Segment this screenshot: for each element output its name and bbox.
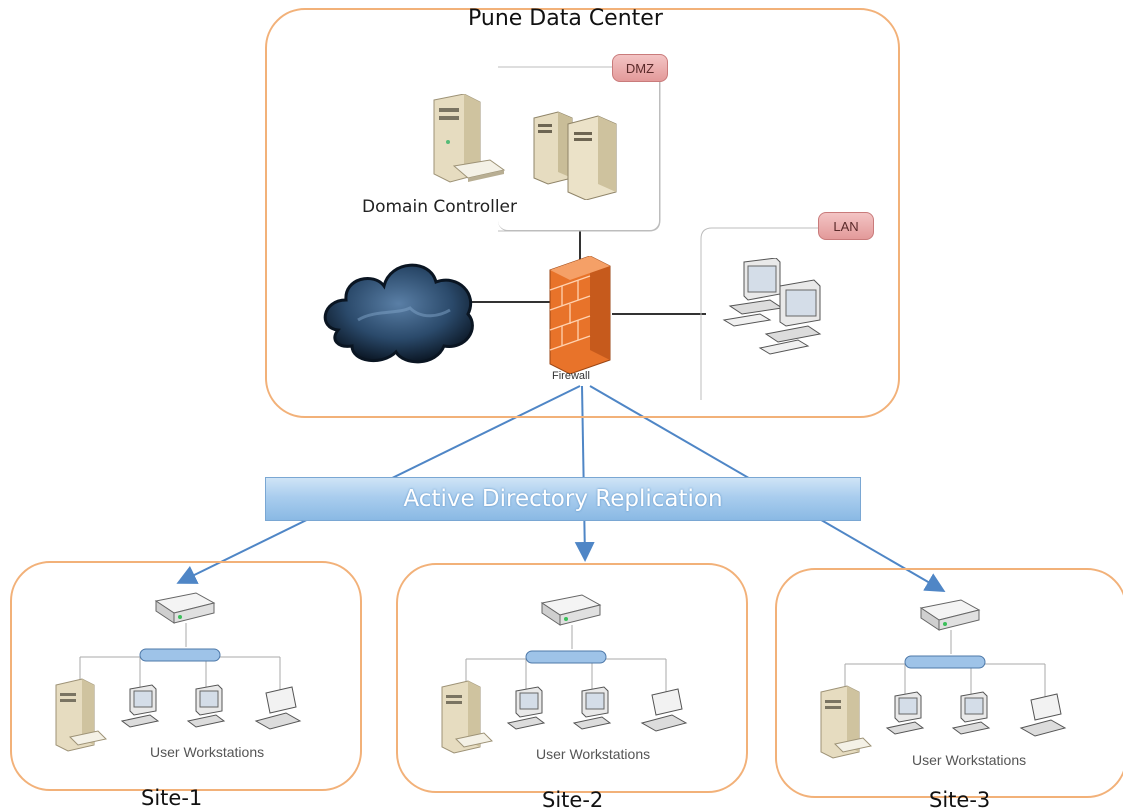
site-2-frame — [396, 563, 748, 793]
site-2-label: Site-2 — [542, 788, 604, 812]
data-center-frame — [265, 8, 900, 418]
laptop-icon — [640, 688, 688, 732]
laptop-icon — [1019, 693, 1067, 737]
workstation-icon — [951, 691, 991, 735]
hub-icon — [904, 655, 986, 669]
cloud-icon — [323, 263, 474, 364]
workstation-pair-icon — [722, 258, 822, 355]
site-3-workstations-label: User Workstations — [912, 752, 1027, 768]
site-2-workstations-label: User Workstations — [536, 746, 651, 762]
site-3-label: Site-3 — [929, 788, 991, 812]
workstation-icon — [186, 684, 226, 728]
server-tower-icon — [433, 94, 506, 183]
firewall-label: Firewall — [552, 370, 590, 382]
workstation-icon — [506, 686, 546, 730]
server-tower-icon — [441, 680, 494, 754]
site-2-network — [441, 594, 688, 754]
workstation-icon — [120, 684, 160, 728]
replication-banner: Active Directory Replication — [265, 477, 861, 521]
hub-icon — [525, 650, 607, 664]
server-pair-icon — [533, 111, 617, 200]
site-1-workstations-label: User Workstations — [150, 744, 265, 760]
site-1-network — [55, 592, 302, 752]
server-tower-icon — [55, 678, 108, 752]
data-center-title: Pune Data Center — [468, 6, 663, 31]
laptop-icon — [254, 686, 302, 730]
router-icon — [540, 594, 602, 626]
site-3-frame — [775, 568, 1123, 798]
firewall-icon — [549, 256, 611, 374]
dmz-tag: DMZ — [612, 54, 668, 82]
domain-controller-label: Domain Controller — [362, 197, 517, 217]
hub-icon — [139, 648, 221, 662]
site-1-frame — [10, 561, 362, 791]
router-icon — [154, 592, 216, 624]
workstation-icon — [885, 691, 925, 735]
lan-tag: LAN — [818, 212, 874, 240]
replication-line-center — [574, 385, 595, 562]
site-3-network — [820, 599, 1067, 759]
site-1-label: Site-1 — [141, 786, 203, 810]
router-icon — [919, 599, 981, 631]
workstation-icon — [572, 686, 612, 730]
server-tower-icon — [820, 685, 873, 759]
